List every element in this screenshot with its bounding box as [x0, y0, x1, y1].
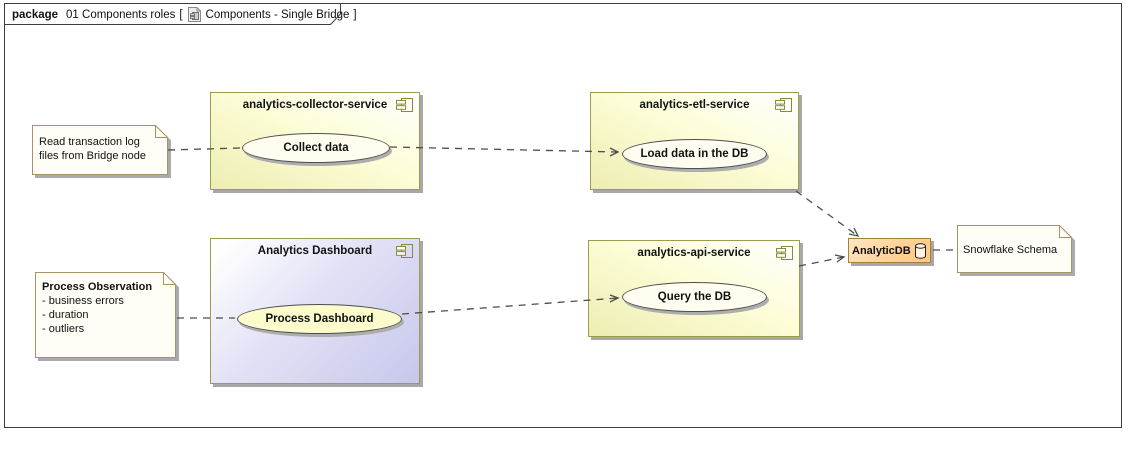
note-line: Read transaction log — [39, 136, 140, 148]
uml-frame — [4, 3, 1122, 428]
note-line: Snowflake Schema — [963, 244, 1058, 256]
note-line: files from Bridge node — [39, 150, 146, 162]
database-name: AnalyticDB — [852, 244, 911, 257]
component-name: analytics-collector-service — [242, 99, 388, 111]
note-title: Process Observation — [42, 281, 153, 293]
component-name: Analytics Dashboard — [257, 245, 373, 257]
component-icon — [775, 245, 794, 266]
frame-open-bracket: [ — [179, 8, 183, 21]
component-name: analytics-api-service — [637, 247, 751, 259]
note-line: - business errors — [42, 295, 124, 307]
component-icon — [395, 243, 414, 264]
note-line: - outliers — [42, 323, 85, 335]
note-process-observation: Process Observation - business errors - … — [35, 272, 176, 358]
note-read-log: Read transaction log files from Bridge n… — [32, 125, 168, 175]
frame-name: 01 Components roles — [66, 8, 176, 21]
frame-tab-shape — [4, 3, 341, 25]
component-diagram-icon — [187, 6, 202, 23]
note-snowflake: Snowflake Schema — [957, 225, 1072, 273]
usecase-process-dashboard: Process Dashboard — [237, 304, 402, 334]
frame-tab: package 01 Components roles [ Components… — [12, 6, 357, 23]
frame-keyword: package — [12, 8, 59, 21]
note-line: - duration — [42, 309, 89, 321]
component-icon — [774, 97, 793, 118]
usecase-collect-data: Collect data — [242, 133, 390, 163]
component-name: analytics-etl-service — [639, 99, 750, 111]
component-icon — [395, 97, 414, 118]
frame-close-bracket: ] — [353, 8, 357, 21]
usecase-load-data: Load data in the DB — [622, 139, 767, 169]
usecase-query-db: Query the DB — [622, 282, 767, 312]
database-cylinder-icon — [914, 242, 927, 260]
frame-diagram-name: Components - Single Bridge — [205, 8, 350, 21]
analyticdb-element: AnalyticDB — [848, 238, 931, 263]
